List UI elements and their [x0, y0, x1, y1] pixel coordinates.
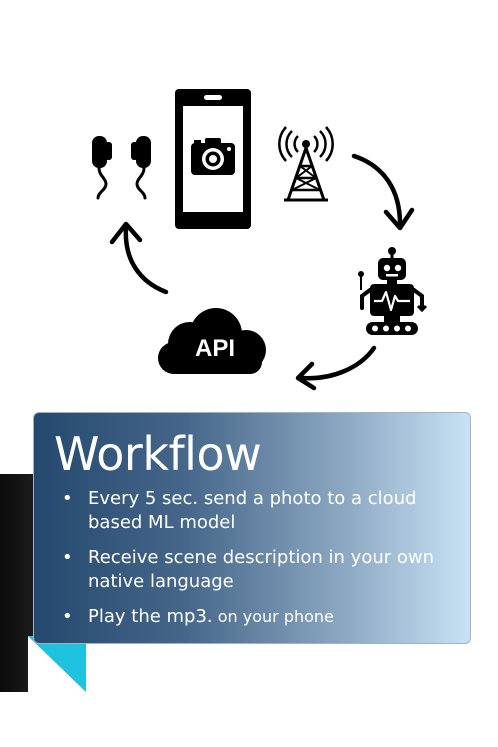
api-label: API	[194, 335, 235, 362]
bullet-text: Receive scene description in your own na…	[88, 547, 435, 592]
bullet-dot: •	[62, 488, 73, 509]
workflow-card: Workflow • Every 5 sec. send a photo to …	[33, 412, 471, 644]
earphones-icon	[92, 136, 151, 200]
bullet-dot: •	[62, 547, 73, 568]
arrow-tower-to-robot	[351, 153, 415, 231]
workflow-bullet: • Every 5 sec. send a photo to a cloud b…	[62, 487, 458, 535]
radio-tower-icon	[278, 126, 334, 202]
smartphone-camera-icon	[175, 89, 251, 229]
bullet-dot: •	[62, 606, 73, 627]
workflow-bullet: • Receive scene description in your own …	[62, 546, 458, 594]
bullet-text-suffix: on your phone	[212, 607, 334, 626]
bullet-text: Every 5 sec. send a photo to a cloud bas…	[88, 488, 417, 533]
robot-icon	[358, 247, 428, 335]
workflow-title: Workflow	[54, 427, 262, 481]
bullet-text: Play the mp3.	[88, 606, 213, 627]
cloud-icon	[158, 308, 266, 374]
cyan-corner-accent	[28, 636, 86, 692]
workflow-bullet: • Play the mp3. on your phone	[62, 605, 458, 629]
workflow-bullet-list: • Every 5 sec. send a photo to a cloud b…	[62, 487, 458, 640]
arrow-robot-to-cloud	[295, 345, 377, 391]
arrow-cloud-to-earphones	[109, 221, 169, 295]
